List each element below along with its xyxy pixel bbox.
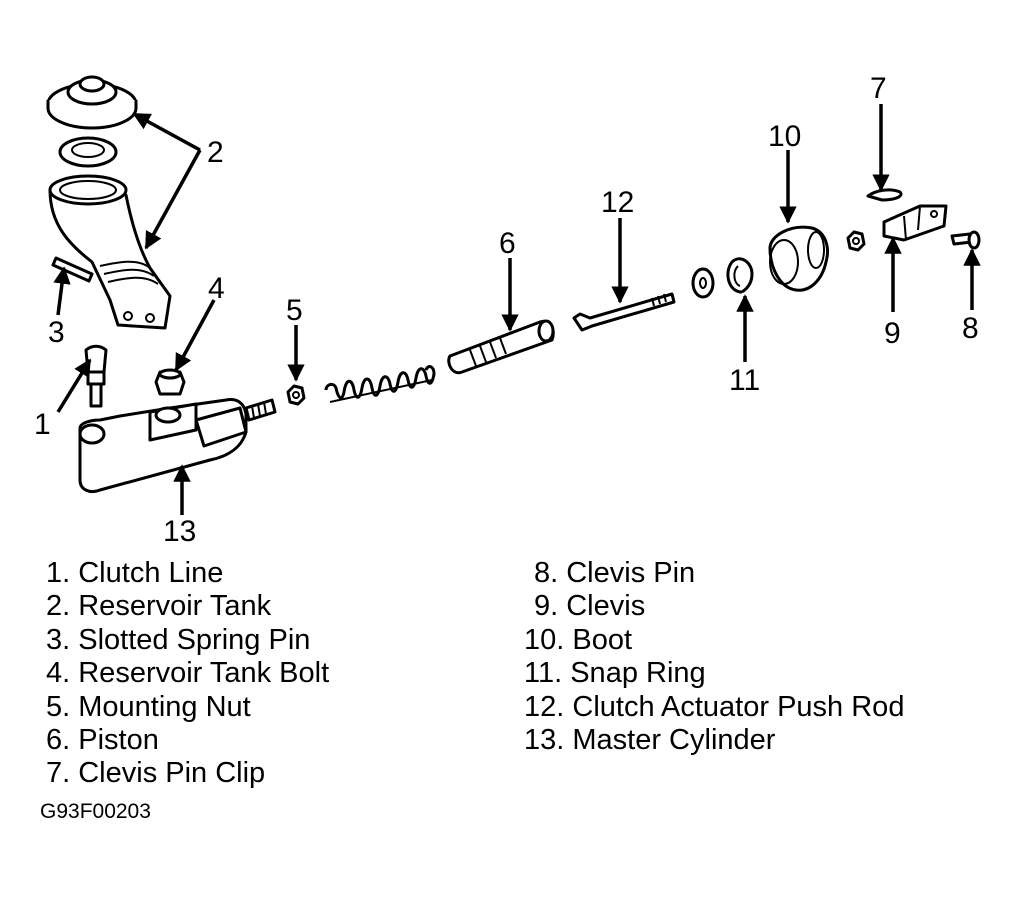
callout-7: 7 [870,72,887,105]
callout-10: 10 [768,120,801,153]
piston-part [447,319,555,375]
reservoir-seal-part [58,136,118,168]
clevis-pin-part [950,230,981,250]
clevis-part [882,204,948,242]
legend-item: 4. Reservoir Tank Bolt [46,657,330,690]
clevis-nut-part [846,230,866,252]
master-cylinder-part [78,398,277,494]
leader-arrows [53,104,981,515]
legend-item: 12. Clutch Actuator Push Rod [524,690,905,723]
callout-11: 11 [729,364,760,397]
legend-item: 7. Clevis Pin Clip [46,757,266,790]
mounting-nut-part [286,384,306,406]
legend-item: 10. Boot [524,623,633,656]
callout-4: 4 [208,272,225,305]
callout-6: 6 [499,227,516,260]
callout-13: 13 [163,515,196,548]
callout-9: 9 [884,317,901,350]
boot-part [768,225,829,292]
arrow-2b [144,149,202,250]
clevis-pin-clip-part [866,188,903,202]
callout-5: 5 [286,294,303,327]
arrow-4 [174,299,216,372]
legend-right: 8. Clevis Pin 9. Clevis 10. Boot 11. Sna… [524,557,904,757]
spring-part [324,365,436,403]
reservoir-cap-part [46,75,138,130]
reservoir-tank-bolt-part [154,368,186,396]
legend-item: 13. Master Cylinder [524,723,776,756]
arrow-1 [56,358,92,413]
legend-left: 1. Clutch Line 2. Reservoir Tank 3. Slot… [46,557,329,791]
callout-2: 2 [207,136,224,169]
legend-item: 3. Slotted Spring Pin [46,623,311,656]
callout-1: 1 [34,408,51,441]
reservoir-tank-part [48,174,172,330]
snap-ring-part [726,257,754,294]
washer-part [691,267,715,299]
clutch-line-part [84,344,108,408]
legend-item: 2. Reservoir Tank [46,590,272,623]
slotted-spring-pin-part [51,256,94,283]
callout-12: 12 [601,186,634,219]
callout-8: 8 [962,312,979,345]
legend-item: 8. Clevis Pin [534,557,696,589]
push-rod-part [572,292,676,332]
figure-code: G93F00203 [40,800,151,823]
legend-item: 1. Clutch Line [46,557,224,589]
arrow-3 [53,266,71,316]
callout-3: 3 [48,316,65,349]
arrow-2a [132,112,201,152]
legend-item: 6. Piston [46,723,159,756]
legend-item: 9. Clevis [534,590,646,623]
legend-item: 5. Mounting Nut [46,690,251,723]
legend-item: 11. Snap Ring [524,657,706,690]
